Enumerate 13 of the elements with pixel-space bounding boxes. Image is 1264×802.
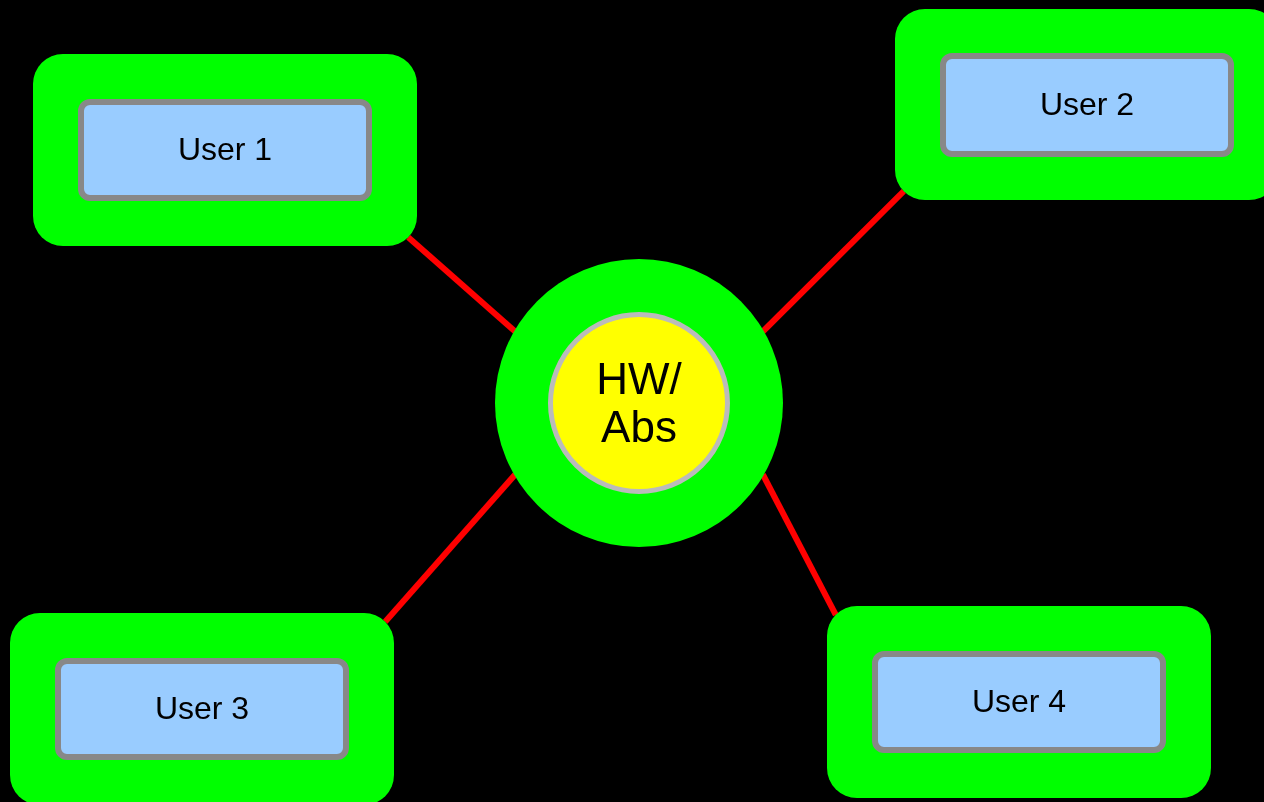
connector-line [406,234,518,334]
user-box: User 4 [872,651,1166,753]
core-circle: HW/ Abs [548,312,730,494]
connector-line [760,473,839,617]
connector-line [760,189,906,334]
user-box: User 1 [78,99,372,201]
user-panel [827,606,1211,798]
user-panel [33,54,417,246]
user-panel [895,9,1264,200]
user-box: User 3 [55,658,349,760]
user-panel [10,613,394,802]
user-box: User 2 [940,53,1234,157]
connector-line [382,472,518,624]
